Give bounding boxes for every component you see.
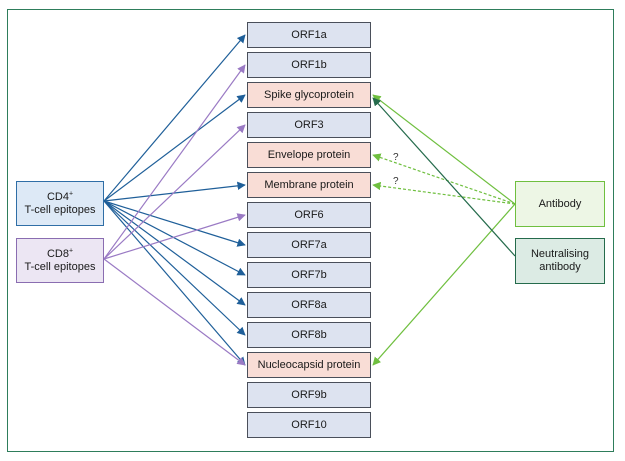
- cd8-sublabel: T-cell epitopes: [24, 260, 96, 273]
- antibody-box: Antibody: [515, 181, 605, 227]
- orf-box-0: ORF1a: [247, 22, 371, 48]
- antibody-label: Antibody: [538, 197, 582, 210]
- cd4-arrow-9: [103, 200, 246, 306]
- orf-label: ORF1a: [291, 28, 327, 41]
- orf-label: Membrane protein: [264, 178, 354, 191]
- orf-box-9: ORF8a: [247, 292, 371, 318]
- orf-box-7: ORF7a: [247, 232, 371, 258]
- orf-box-6: ORF6: [247, 202, 371, 228]
- orf-label: Envelope protein: [267, 148, 351, 161]
- cd8-label: CD8+: [46, 246, 74, 260]
- cd4-epitopes-box: CD4+ T-cell epitopes: [16, 181, 104, 226]
- cd8-arrow-11: [103, 258, 246, 366]
- cd4-arrow-2: [103, 94, 246, 202]
- cd8-epitopes-box: CD8+ T-cell epitopes: [16, 238, 104, 283]
- orf-label: ORF10: [291, 418, 327, 431]
- neutralising-arrow-spike: [372, 97, 516, 257]
- cd4-arrow-11: [103, 200, 246, 366]
- antibody-arrow-membrane: [372, 181, 516, 205]
- cd4-label: CD4+: [46, 189, 74, 203]
- cd8-arrow-6: [103, 213, 246, 260]
- cd4-arrow-7: [103, 200, 246, 247]
- orf-box-12: ORF9b: [247, 382, 371, 408]
- neutralising-label-line1: Neutralising: [530, 248, 590, 260]
- orf-label: ORF8b: [291, 328, 327, 341]
- orf-label: Spike glycoprotein: [264, 88, 354, 101]
- orf-box-3: ORF3: [247, 112, 371, 138]
- antibody-arrow-spike: [372, 94, 516, 205]
- neutralising-antibody-box: Neutralising antibody: [515, 238, 605, 284]
- diagram-frame: [7, 9, 614, 452]
- orf-label: ORF8a: [291, 298, 327, 311]
- orf-box-11: Nucleocapsid protein: [247, 352, 371, 378]
- orf-box-10: ORF8b: [247, 322, 371, 348]
- cd4-arrow-5: [103, 181, 246, 202]
- orf-box-13: ORF10: [247, 412, 371, 438]
- orf-box-1: ORF1b: [247, 52, 371, 78]
- cd8-arrow-1: [103, 64, 246, 260]
- question-mark-envelope: ?: [393, 152, 399, 163]
- orf-label: ORF6: [294, 208, 324, 221]
- orf-label: ORF3: [294, 118, 324, 131]
- orf-label: ORF7b: [291, 268, 327, 281]
- cd4-arrow-10: [103, 200, 246, 336]
- cd4-arrow-0: [103, 34, 246, 202]
- cd4-arrow-8: [103, 200, 246, 276]
- orf-label: ORF1b: [291, 58, 327, 71]
- orf-box-4: Envelope protein: [247, 142, 371, 168]
- cd4-sublabel: T-cell epitopes: [24, 203, 96, 216]
- orf-label: ORF7a: [291, 238, 327, 251]
- orf-label: ORF9b: [291, 388, 327, 401]
- orf-label: Nucleocapsid protein: [257, 358, 361, 371]
- orf-box-2: Spike glycoprotein: [247, 82, 371, 108]
- antibody-arrow-nucleocapsid: [372, 203, 516, 366]
- question-mark-membrane: ?: [393, 176, 399, 187]
- cd8-arrow-3: [103, 124, 246, 260]
- neutralising-label-line2: antibody: [539, 261, 581, 273]
- orf-box-8: ORF7b: [247, 262, 371, 288]
- antibody-arrow-envelope: [372, 153, 516, 205]
- orf-box-5: Membrane protein: [247, 172, 371, 198]
